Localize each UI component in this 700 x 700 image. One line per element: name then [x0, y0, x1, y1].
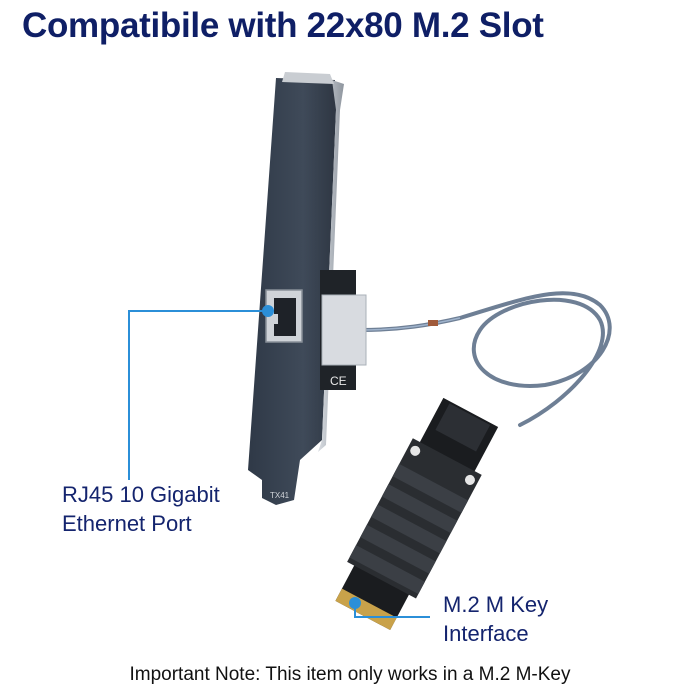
- bracket-marking: TX41: [270, 491, 290, 500]
- callout-rj45-line2: Ethernet Port: [62, 511, 192, 536]
- important-note: Important Note: This item only works in …: [129, 664, 571, 685]
- cable-ferrite: [428, 320, 438, 326]
- callout-rj45-label: RJ45 10 Gigabit Ethernet Port: [62, 480, 220, 538]
- heatsink: [347, 438, 482, 599]
- m2-card: [335, 397, 499, 631]
- ribbon-cable: [358, 291, 612, 427]
- page-title: Compatibile with 22x80 M.2 Slot: [22, 6, 544, 45]
- port-module: CE: [320, 270, 367, 390]
- callout-dot-icon: [262, 305, 274, 317]
- rj45-port: [265, 289, 303, 343]
- callout-rj45-line1: RJ45 10 Gigabit: [62, 482, 220, 507]
- pcie-bracket: TX41: [248, 72, 344, 505]
- callout-rj45-line: [128, 305, 274, 480]
- ce-mark: CE: [330, 374, 347, 388]
- callout-m2-line2: Interface: [443, 621, 529, 646]
- callout-m2-label: M.2 M Key Interface: [443, 590, 548, 648]
- callout-m2-line1: M.2 M Key: [443, 592, 549, 617]
- callout-m2-line: [349, 597, 430, 618]
- callout-dot-icon: [349, 597, 361, 609]
